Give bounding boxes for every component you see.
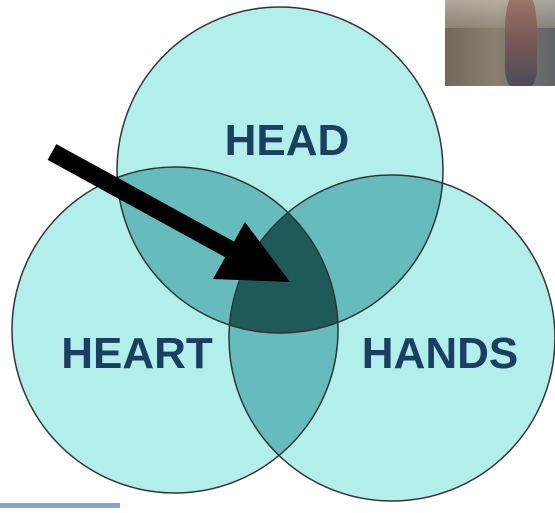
label-heart: HEART	[61, 329, 213, 378]
photo-background	[445, 0, 555, 28]
photo-thumbnail	[445, 0, 555, 86]
bottom-accent-bar	[0, 503, 120, 508]
label-hands: HANDS	[362, 329, 518, 378]
label-head: HEAD	[225, 116, 350, 165]
person-figure-icon	[505, 0, 537, 86]
